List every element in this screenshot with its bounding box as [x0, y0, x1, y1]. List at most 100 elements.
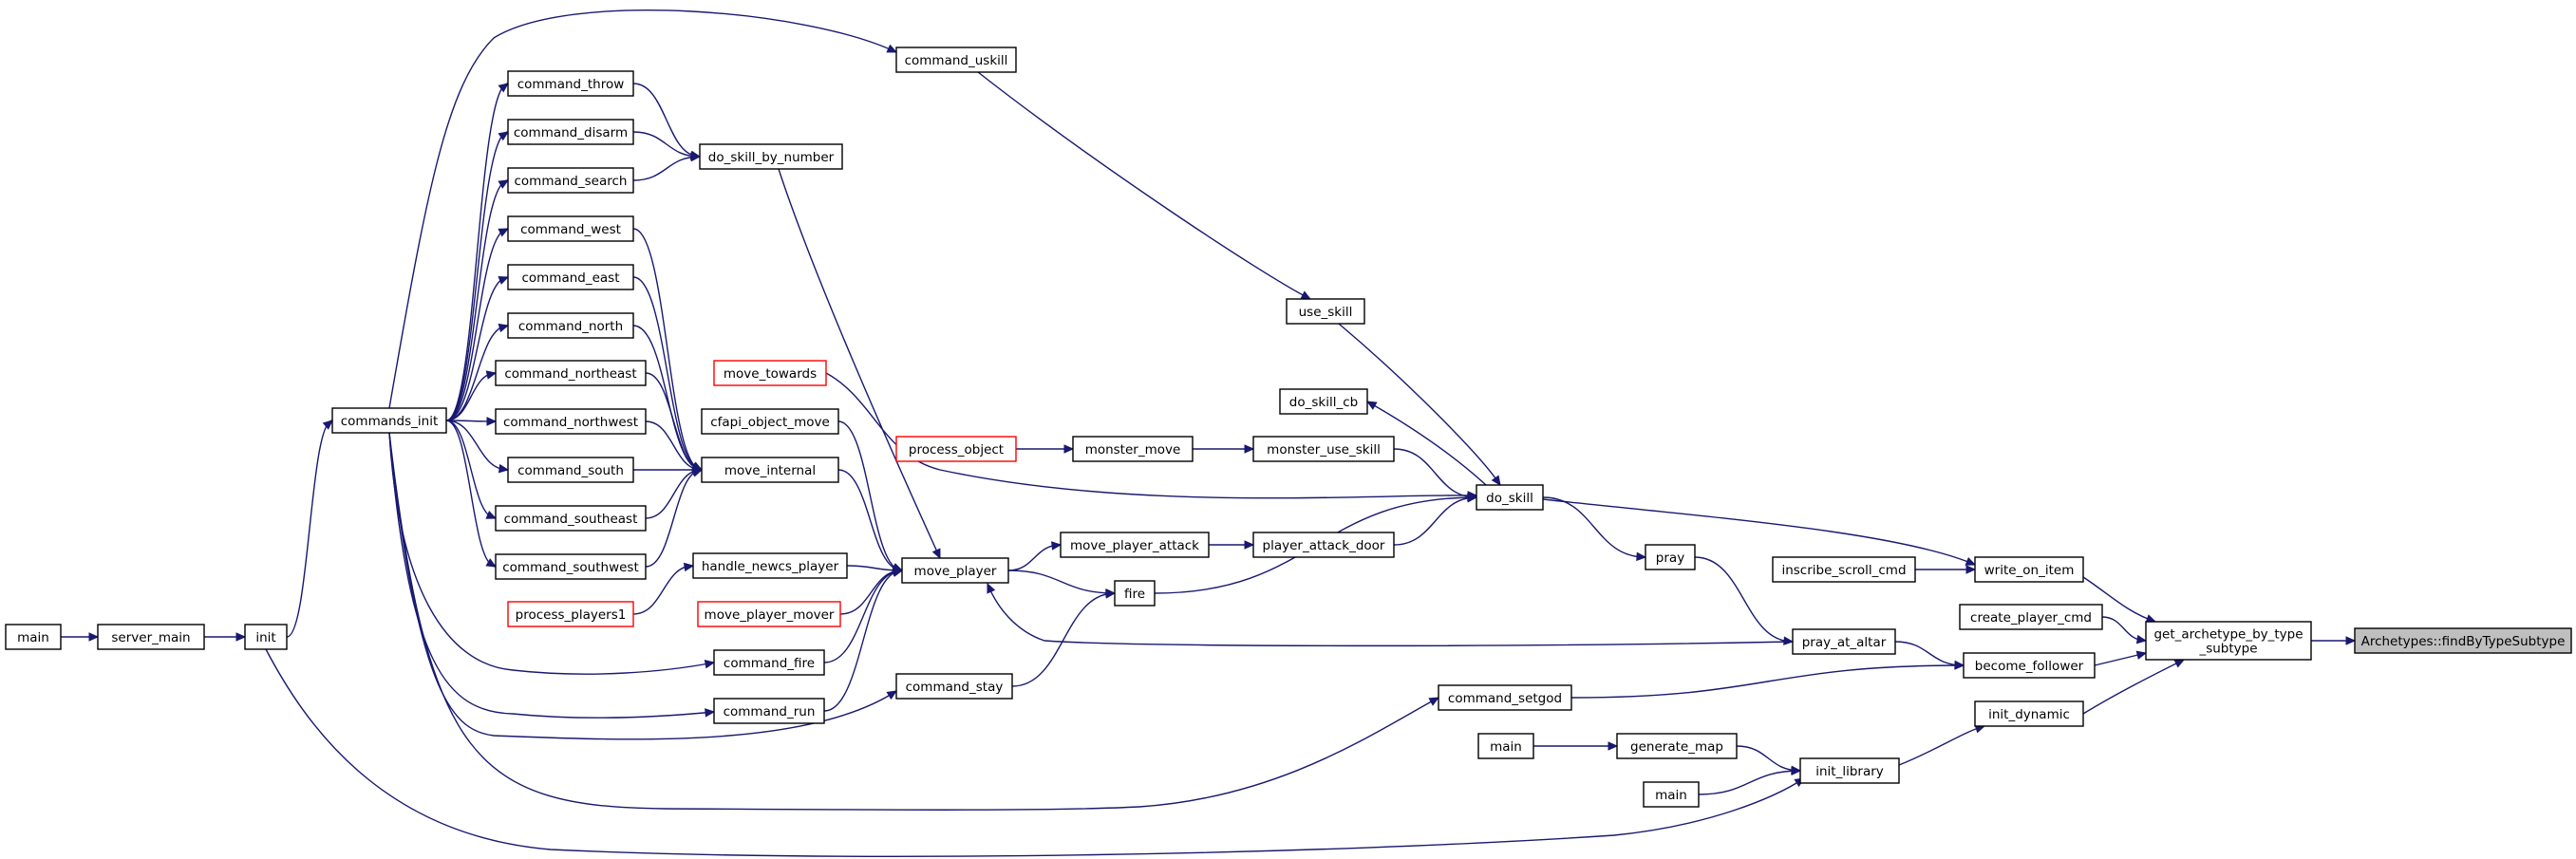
arrowhead-commands_init-to-command_run — [705, 708, 716, 718]
node-box — [97, 624, 205, 650]
node-init-dynamic[interactable]: init_dynamic — [1974, 700, 2084, 727]
node-init[interactable]: init — [244, 624, 288, 650]
node-command-south[interactable]: command_south — [507, 457, 634, 483]
node-become-follower[interactable]: become_follower — [1963, 652, 2096, 679]
node-main-c[interactable]: main — [1643, 781, 1700, 808]
node-command-throw[interactable]: command_throw — [507, 70, 634, 97]
node-move-player-mover[interactable]: move_player_mover — [697, 601, 841, 627]
node-get-archetype-by-type-subtype[interactable]: get_archetype_by_type_subtype — [2145, 621, 2312, 661]
node-label: fire — [1124, 587, 1145, 602]
node-command-setgod[interactable]: command_setgod — [1438, 684, 1572, 711]
arrowhead-commands_init-to-command_southeast — [485, 510, 498, 519]
node-command-north[interactable]: command_north — [507, 312, 634, 339]
node-label: write_on_item — [1984, 563, 2075, 578]
node-box — [244, 624, 288, 650]
node-box — [713, 698, 825, 724]
node-pray[interactable]: pray — [1645, 544, 1696, 570]
node-monster-use-skill[interactable]: monster_use_skill — [1252, 436, 1395, 462]
arrowhead-commands_init-to-command_setgod — [1428, 697, 1440, 706]
node-inscribe-scroll-cmd[interactable]: inscribe_scroll_cmd — [1772, 556, 1916, 583]
node-init-library[interactable]: init_library — [1799, 757, 1900, 784]
node-move-internal[interactable]: move_internal — [701, 457, 839, 483]
node-main-b[interactable]: main — [1477, 733, 1534, 759]
node-pray-at-altar[interactable]: pray_at_altar — [1792, 628, 1896, 655]
node-box — [507, 457, 634, 483]
node-label: command_search — [515, 174, 628, 189]
node-command-east[interactable]: command_east — [507, 264, 634, 290]
node-command-run[interactable]: command_run — [713, 698, 825, 724]
node-command-search[interactable]: command_search — [507, 167, 634, 194]
node-command-fire[interactable]: command_fire — [713, 649, 825, 676]
node-command-southeast[interactable]: command_southeast — [495, 505, 647, 532]
node-box — [1974, 556, 2084, 583]
node-command-west[interactable]: command_west — [507, 215, 634, 242]
node-process-players1[interactable]: process_players1 — [507, 601, 634, 627]
node-command-stay[interactable]: command_stay — [895, 673, 1013, 700]
node-label: create_player_cmd — [1970, 610, 2092, 626]
node-commands-init[interactable]: commands_init — [331, 407, 447, 434]
arrowhead-pray_at_altar-to-move_player — [987, 582, 996, 594]
edge-pray-to-pray_at_altar — [1694, 556, 1794, 643]
arrowhead-commands_init-to-command_northeast — [485, 370, 498, 380]
node-write-on-item[interactable]: write_on_item — [1974, 556, 2084, 583]
edge-command_southeast-to-move_internal — [645, 469, 703, 519]
node-generate-map[interactable]: generate_map — [1616, 733, 1738, 759]
edge-do_skill_by_number-to-move_player — [778, 168, 941, 559]
node-box — [507, 312, 634, 339]
node-command-uskill[interactable]: command_uskill — [895, 47, 1017, 73]
edge-command_run-to-move_player — [823, 570, 903, 712]
node-main-a[interactable]: main — [5, 624, 62, 650]
node-server-main[interactable]: server_main — [97, 624, 205, 650]
node-box — [697, 601, 841, 627]
edge-command_search-to-do_skill_by_number — [632, 156, 701, 181]
edge-move_towards-to-do_skill — [825, 372, 1477, 499]
node-cfapi-object-move[interactable]: cfapi_object_move — [701, 408, 839, 435]
arrowhead-commands_init-to-command_south — [498, 463, 510, 474]
node-box — [507, 601, 634, 627]
node-command-southwest[interactable]: command_southwest — [495, 553, 647, 580]
node-do-skill-by-number[interactable]: do_skill_by_number — [699, 143, 843, 170]
arrowhead-commands_init-to-command_throw — [498, 83, 509, 93]
node-command-disarm[interactable]: command_disarm — [507, 119, 634, 145]
node-move-player[interactable]: move_player — [901, 557, 1009, 584]
node-box — [1959, 604, 2103, 630]
edge-commands_init-to-command_east — [445, 276, 509, 421]
node-box — [1252, 436, 1395, 462]
edge-command_fire-to-move_player — [823, 570, 903, 663]
node-handle-newcs-player[interactable]: handle_newcs_player — [692, 552, 848, 579]
node-box — [1072, 436, 1194, 462]
arrowhead-command_uskill-to-use_skill — [1300, 290, 1312, 300]
node-box — [1476, 484, 1544, 511]
node-create-player-cmd[interactable]: create_player_cmd — [1959, 604, 2103, 630]
arrowhead-init-to-commands_init — [322, 420, 333, 430]
arrowhead-init_dynamic-to-get_archetype_by_type_subtype — [2173, 659, 2186, 668]
node-move-towards[interactable]: move_towards — [713, 360, 827, 386]
node-use-skill[interactable]: use_skill — [1286, 298, 1365, 325]
node-fire[interactable]: fire — [1114, 580, 1156, 607]
node-player-attack-door[interactable]: player_attack_door — [1252, 532, 1395, 558]
node-process-object[interactable]: process_object — [895, 436, 1017, 462]
node-command-northwest[interactable]: command_northwest — [495, 408, 647, 435]
node-label: _subtype — [2198, 642, 2257, 657]
edge-commands_init-to-command_west — [445, 228, 509, 421]
node-monster-move[interactable]: monster_move — [1072, 436, 1194, 462]
node-label: get_archetype_by_type — [2153, 627, 2303, 643]
node-box — [1477, 733, 1534, 759]
edge-command_disarm-to-do_skill_by_number — [632, 131, 701, 158]
node-label: move_player_attack — [1070, 538, 1199, 553]
arrowhead-do_skill-to-pray — [1636, 551, 1647, 562]
node-box — [331, 407, 447, 434]
node-label: command_uskill — [905, 53, 1008, 68]
node-do-skill[interactable]: do_skill — [1476, 484, 1544, 511]
edge-commands_init-to-command_southwest — [445, 420, 497, 568]
node-move-player-attack[interactable]: move_player_attack — [1060, 532, 1210, 558]
node-label: use_skill — [1299, 305, 1353, 320]
arrowhead-commands_init-to-command_uskill — [886, 44, 898, 53]
arrowhead-commands_init-to-command_northwest — [486, 417, 498, 426]
node-label: move_player — [914, 564, 997, 579]
node-command-northeast[interactable]: command_northeast — [495, 360, 647, 386]
node-do-skill-cb[interactable]: do_skill_cb — [1279, 388, 1368, 415]
edge-command_east-to-move_internal — [632, 276, 703, 471]
node-findByTypeSubtype[interactable]: Archetypes::findByTypeSubtype — [2354, 627, 2572, 654]
